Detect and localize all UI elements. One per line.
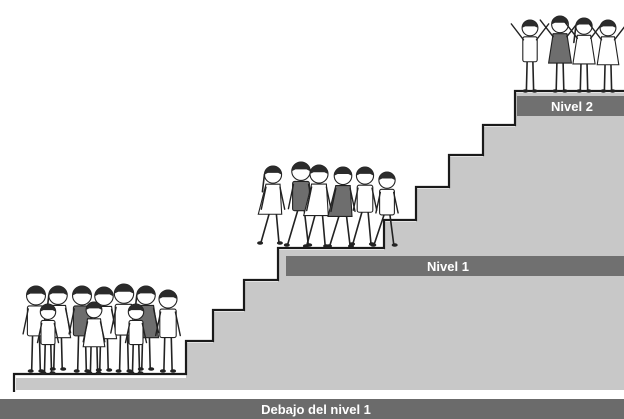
- staircase-outline: [12, 89, 624, 392]
- child-figure-icon: [539, 15, 581, 93]
- child-figure-icon: [36, 303, 60, 375]
- child-figure-icon: [257, 165, 286, 245]
- group-of-children-celebrating-icon: [510, 15, 624, 93]
- group-of-children-running-icon: [257, 161, 399, 248]
- child-figure-icon: [302, 164, 332, 248]
- child-figure-icon: [510, 19, 550, 93]
- level-1-label: Nivel 1: [427, 259, 469, 274]
- child-figure-icon: [326, 166, 356, 248]
- child-figure-icon: [588, 19, 624, 93]
- staircase-fill: [16, 93, 624, 390]
- child-figure-icon: [370, 171, 399, 247]
- child-figure-icon: [283, 161, 315, 247]
- child-figure-icon: [349, 166, 378, 246]
- child-figure-icon: [564, 17, 604, 93]
- below-level-1-label: Debajo del nivel 1: [261, 402, 371, 417]
- staircase: [12, 89, 624, 392]
- child-figure-icon: [124, 303, 148, 375]
- level-1-band-bg: [286, 256, 624, 276]
- below-level-1-band: Debajo del nivel 1: [0, 399, 624, 419]
- group-of-children-waiting-icon: [22, 283, 182, 375]
- level-2-band: Nivel 2: [517, 96, 624, 116]
- child-figure-icon: [132, 285, 160, 371]
- level-1-band: Nivel 1: [286, 256, 624, 276]
- child-figure-icon: [82, 301, 106, 375]
- level-2-band-bg: [517, 96, 624, 116]
- below-level-1-band-bg: [0, 399, 624, 419]
- child-figure-icon: [154, 289, 182, 373]
- level-2-label: Nivel 2: [551, 99, 593, 114]
